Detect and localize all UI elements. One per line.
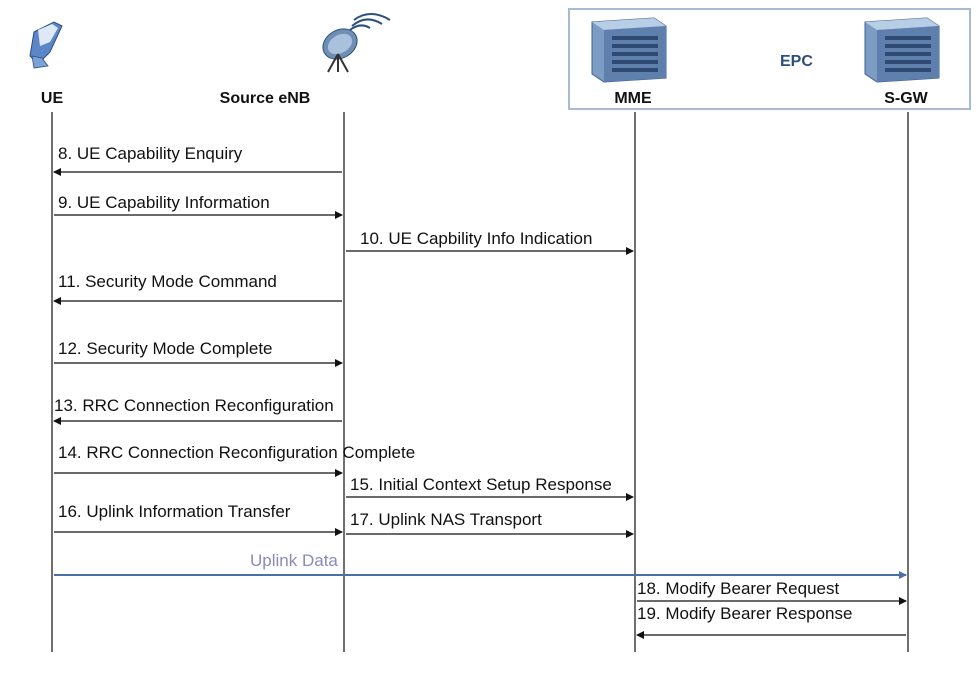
node-label-ue: UE bbox=[40, 90, 64, 107]
message-label: 19. Modify Bearer Response bbox=[637, 604, 853, 623]
server-icon bbox=[591, 17, 667, 83]
message-label: 14. RRC Connection Reconfiguration Compl… bbox=[58, 443, 416, 462]
message-label: Uplink Data bbox=[250, 551, 338, 570]
epc-label: EPC bbox=[780, 53, 813, 70]
server-icon bbox=[864, 17, 940, 83]
message-label: 13. RRC Connection Reconfiguration bbox=[54, 396, 334, 415]
node-label-mme: MME bbox=[614, 90, 652, 107]
epc-group-box bbox=[568, 8, 971, 110]
message-label: 8. UE Capability Enquiry bbox=[58, 144, 243, 163]
mobile-phone-icon bbox=[29, 21, 63, 69]
message-label: 16. Uplink Information Transfer bbox=[58, 502, 291, 521]
satellite-dish-icon bbox=[322, 13, 391, 73]
node-label-sgw: S-GW bbox=[884, 90, 928, 107]
node-label-source-enb: Source eNB bbox=[219, 90, 311, 107]
message-label: 9. UE Capability Information bbox=[58, 193, 270, 212]
message-label: 12. Security Mode Complete bbox=[58, 339, 273, 358]
message-label: 18. Modify Bearer Request bbox=[637, 579, 840, 598]
message-label: 15. Initial Context Setup Response bbox=[350, 475, 612, 494]
message-label: 10. UE Capbility Info Indication bbox=[360, 229, 593, 248]
message-label: 17. Uplink NAS Transport bbox=[350, 510, 542, 529]
message-label: 11. Security Mode Command bbox=[58, 272, 277, 291]
